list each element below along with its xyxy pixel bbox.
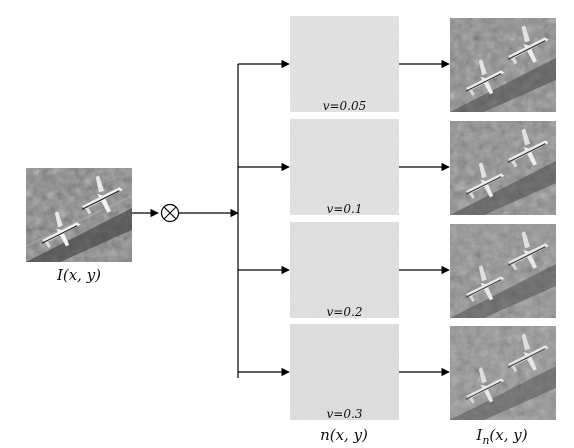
noisy-output-image [450,121,556,215]
noise-image [290,16,399,112]
row-3: v=0.2 [238,222,556,319]
noisy-output-image [450,18,556,112]
variance-label: v=0.1 [327,202,363,216]
noise-image [290,119,399,215]
variance-label: v=0.2 [327,305,363,319]
variance-label: v=0.3 [327,407,363,421]
rows-group: v=0.05 v=0.1 v=0.2 v=0.3 [238,16,556,421]
row-4: v=0.3 [238,324,556,421]
output-label-main: I [475,426,483,444]
output-label-sub: n [482,434,489,447]
noisy-output-image [450,326,556,420]
row-1: v=0.05 [238,16,556,113]
row-2: v=0.1 [238,119,556,216]
noise-image [290,324,399,420]
output-label-args: (x, y) [489,426,527,444]
variance-label: v=0.05 [323,99,367,113]
multiply-node [160,203,180,223]
output-label: In(x, y) [475,426,527,447]
noisy-output-image [450,224,556,318]
input-label: I(x, y) [56,266,101,284]
noise-label: n(x, y) [320,426,368,444]
noise-image [290,222,399,318]
input-image [26,168,132,262]
